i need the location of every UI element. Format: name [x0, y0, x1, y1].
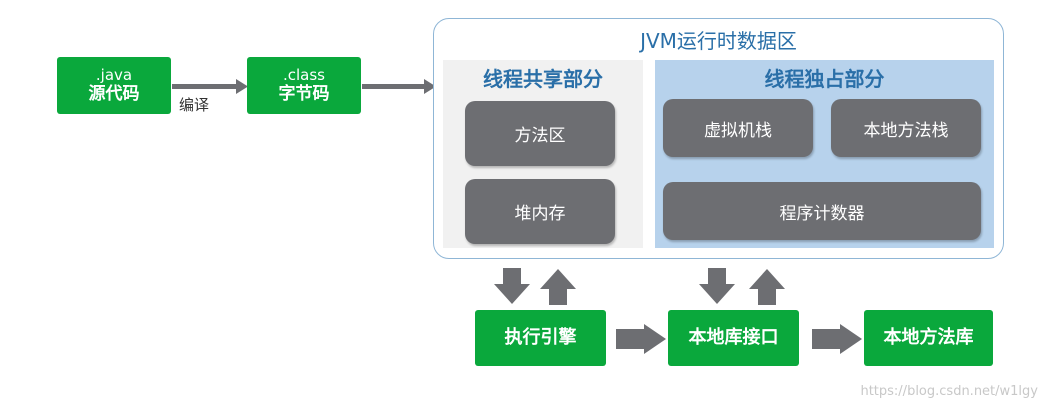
arrow-down-right — [699, 268, 735, 304]
bytecode-box: .class 字节码 — [247, 57, 361, 114]
arrow-up-left — [540, 269, 576, 305]
arrow-up-right — [749, 269, 785, 305]
arrow-engine-to-interface — [616, 324, 666, 354]
arrow-to-jvm — [362, 79, 436, 94]
program-counter-box: 程序计数器 — [663, 182, 981, 240]
arrow-down-left — [494, 268, 530, 304]
bytecode-ext: .class — [282, 66, 325, 85]
source-code-box: .java 源代码 — [57, 57, 171, 114]
method-area-box: 方法区 — [465, 101, 615, 166]
heap-box: 堆内存 — [465, 179, 615, 244]
vm-stack-box: 虚拟机栈 — [663, 99, 813, 157]
jvm-title: JVM运行时数据区 — [640, 29, 797, 53]
source-name: 源代码 — [88, 84, 140, 105]
bytecode-name: 字节码 — [278, 84, 330, 105]
private-title: 线程独占部分 — [764, 67, 885, 91]
source-ext: .java — [95, 66, 133, 85]
native-interface-box: 本地库接口 — [668, 310, 799, 366]
arrow-interface-to-library — [812, 324, 862, 354]
compile-label: 编译 — [179, 96, 210, 114]
native-method-stack-box: 本地方法栈 — [831, 99, 981, 157]
shared-title: 线程共享部分 — [483, 67, 603, 91]
watermark: https://blog.csdn.net/w1lgy — [860, 384, 1038, 399]
execution-engine-box: 执行引擎 — [475, 310, 606, 366]
native-library-box: 本地方法库 — [864, 310, 993, 366]
arrow-compile — [172, 79, 248, 94]
